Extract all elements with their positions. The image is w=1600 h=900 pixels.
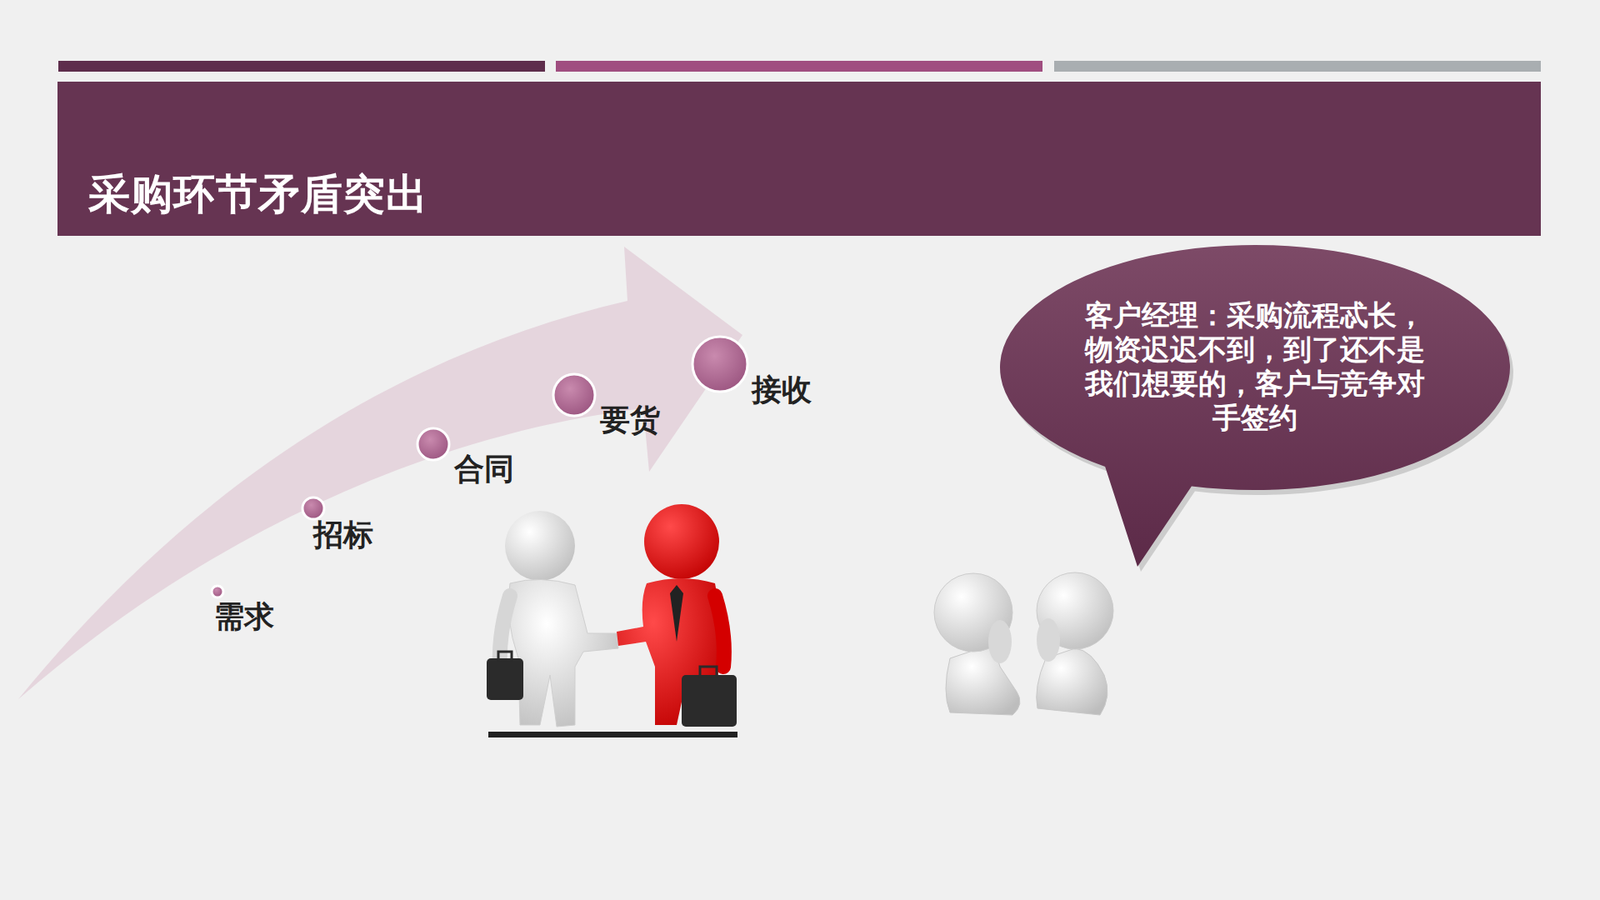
speech-bubble: 客户经理：采购流程忒长，物资迟迟不到，到了还不是我们想要的，客户与竞争对手签约: [1000, 245, 1510, 490]
stage-dots: [211, 336, 748, 598]
bubble-body: 客户经理：采购流程忒长，物资迟迟不到，到了还不是我们想要的，客户与竞争对手签约: [1000, 245, 1510, 490]
bubble-shape: [1000, 245, 1510, 490]
stage-label: 接收: [751, 370, 812, 411]
stage-label: 需求: [214, 596, 275, 638]
title-band: [57, 81, 1541, 236]
slide-title: 采购环节矛盾突出: [88, 166, 429, 223]
top-bar: [555, 60, 1043, 72]
handshake-figures: [486, 504, 738, 738]
stage-label: 招标: [313, 515, 374, 556]
sad-figures: [934, 572, 1114, 715]
top-bar: [1054, 60, 1541, 72]
bubble-text: 客户经理：采购流程忒长，物资迟迟不到，到了还不是我们想要的，客户与竞争对手签约: [1080, 299, 1430, 435]
stage-label: 要货: [600, 400, 660, 441]
top-bar: [58, 60, 545, 72]
stage-label: 合同: [454, 449, 515, 490]
